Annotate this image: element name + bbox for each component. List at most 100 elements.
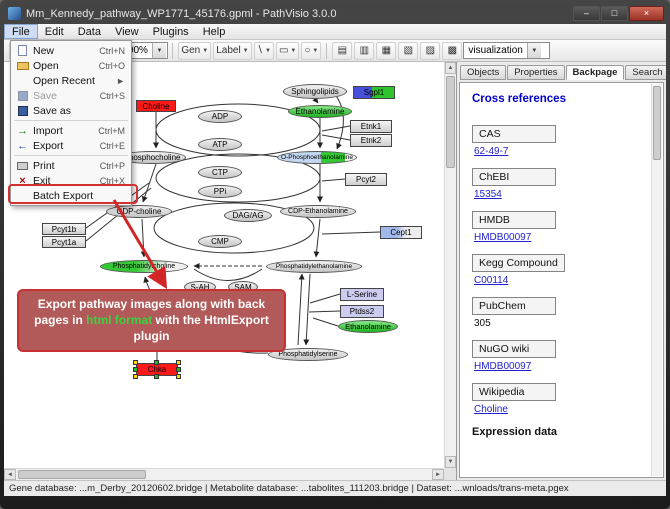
pathway-edge <box>312 317 339 327</box>
pathway-node-sphingolipids[interactable]: Sphingolipids <box>283 84 347 99</box>
menu-file[interactable]: File <box>4 24 38 39</box>
xref-id-link[interactable]: HMDB00097 <box>474 232 532 243</box>
align-tool-button-2[interactable]: ▥ <box>354 41 375 60</box>
align-tool-button-1[interactable]: ▤ <box>332 41 353 60</box>
selection-handle[interactable] <box>176 366 181 372</box>
xref-id-link[interactable]: 62-49-7 <box>474 146 509 157</box>
align-tool-button-4[interactable]: ▧ <box>398 41 419 60</box>
submenu-arrow-icon: ► <box>116 75 125 86</box>
pathway-node-cdp-choline[interactable]: CDP-choline <box>106 205 172 218</box>
selection-handle[interactable] <box>176 374 181 379</box>
pathway-node-phosphatidylethanolamine[interactable]: Phosphatidylethanolamine <box>266 260 362 273</box>
align-tool-button-3[interactable]: ▦ <box>376 41 397 60</box>
xref-id-link[interactable]: 15354 <box>474 189 502 200</box>
pathway-node-ethanolamine[interactable]: Ethanolamine <box>288 105 352 118</box>
maximize-button[interactable]: □ <box>601 6 628 21</box>
selection-handle[interactable] <box>154 360 159 365</box>
vertical-scroll-thumb[interactable] <box>446 76 455 168</box>
menu-edit[interactable]: Edit <box>44 25 64 38</box>
menu-plugins[interactable]: Plugins <box>152 25 189 38</box>
tab-properties[interactable]: Properties <box>507 65 565 80</box>
selection-handle[interactable] <box>133 360 138 365</box>
selection-handle[interactable] <box>154 374 159 379</box>
template-button-label: ○ <box>304 45 311 56</box>
pathway-node-ctp[interactable]: CTP <box>198 166 242 179</box>
pathway-node-adp[interactable]: ADP <box>198 110 242 123</box>
visualization-combobox[interactable]: visualization ▼ <box>463 42 550 59</box>
menu-help[interactable]: Help <box>202 25 226 38</box>
pathway-node-pcyt1b[interactable]: Pcyt1b <box>42 223 86 235</box>
scroll-left-button[interactable]: ◄ <box>4 469 16 480</box>
menu-separator <box>14 155 128 156</box>
xref-id-link[interactable]: HMDB00097 <box>474 361 532 372</box>
pathway-node-pcyt1a[interactable]: Pcyt1a <box>42 236 86 248</box>
file-menu-item-batch-export[interactable]: Batch Export <box>11 188 131 203</box>
chevron-down-icon: ▼ <box>151 43 166 58</box>
selection-handle[interactable] <box>133 374 138 379</box>
minimize-button[interactable]: – <box>573 6 600 21</box>
chevron-down-icon: ▼ <box>526 43 541 58</box>
panel-scrollbar[interactable] <box>651 84 662 476</box>
pathway-node-ppi[interactable]: PPi <box>198 185 242 198</box>
node-label: Phosphatidylcholine <box>112 263 176 270</box>
horizontal-scroll-thumb[interactable] <box>18 470 146 479</box>
menu-view[interactable]: View <box>114 25 139 38</box>
canvas-vertical-scrollbar[interactable]: ▲ ▼ <box>444 62 456 468</box>
panel-scroll-thumb[interactable] <box>653 86 661 160</box>
selection-handle[interactable] <box>133 366 138 372</box>
scroll-up-button[interactable]: ▲ <box>445 62 456 74</box>
pathway-node-cept1[interactable]: Cept1 <box>380 226 422 239</box>
pathway-node-ethanolamine[interactable]: Ethanolamine <box>338 320 398 333</box>
pathway-node-l-serine[interactable]: L-Serine <box>340 288 384 301</box>
selection-handle[interactable] <box>176 360 181 365</box>
pathway-node-phosphatidylcholine[interactable]: Phosphatidylcholine <box>100 260 188 273</box>
close-button[interactable]: × <box>629 6 664 21</box>
pathway-node-etnk1[interactable]: Etnk1 <box>350 120 392 133</box>
pathway-node-etnk2[interactable]: Etnk2 <box>350 134 392 147</box>
tab-backpage[interactable]: Backpage <box>565 65 625 80</box>
pathway-node-cdp-ethanolamine[interactable]: CDP-Ethanolamine <box>280 205 356 218</box>
node-label: Pcyt1b <box>51 224 77 234</box>
pathway-node-dag-ag[interactable]: DAG/AG <box>224 209 272 222</box>
menu-data[interactable]: Data <box>77 25 101 38</box>
template-button-gen[interactable]: Gen▼ <box>178 41 212 60</box>
pathway-node-ptdss2[interactable]: Ptdss2 <box>340 305 384 318</box>
template-button-[interactable]: ▭▼ <box>275 41 300 60</box>
scroll-down-button[interactable]: ▼ <box>445 456 456 468</box>
pathway-node-phosphatidylserine[interactable]: Phosphatidylserine <box>268 348 348 361</box>
pathway-node-atp[interactable]: ATP <box>198 138 242 151</box>
xref-id-link[interactable]: C00114 <box>474 275 509 286</box>
node-label: Pcyt1a <box>51 237 77 247</box>
tab-search[interactable]: Search <box>625 65 666 80</box>
pathway-node-sgpl1[interactable]: Sgpl1 <box>353 86 395 99</box>
pathway-node-o-phosphoethanolamine[interactable]: O-Phosphoethanolamine <box>277 151 357 164</box>
tab-objects[interactable]: Objects <box>460 65 507 80</box>
save-icon <box>15 104 30 117</box>
status-text: Gene database: ...m_Derby_20120602.bridg… <box>9 483 569 494</box>
template-button-[interactable]: ○▼ <box>301 41 322 60</box>
xref-id-link[interactable]: Choline <box>474 404 508 415</box>
canvas-horizontal-scrollbar[interactable]: ◄ ► <box>4 468 444 480</box>
template-button-label[interactable]: Label▼ <box>213 41 252 60</box>
scroll-right-button[interactable]: ► <box>432 469 444 480</box>
align-tool-button-5[interactable]: ▨ <box>420 41 441 60</box>
file-menu-item-open-recent[interactable]: Open Recent► <box>11 73 131 88</box>
template-buttons-group: Gen▼Label▼∖▼▭▼○▼ <box>177 41 322 60</box>
chevron-down-icon: ▼ <box>242 47 249 54</box>
pathway-node-choline[interactable]: Choline <box>136 100 176 112</box>
template-button-[interactable]: ∖▼ <box>253 41 274 60</box>
pathway-node-pcyt2[interactable]: Pcyt2 <box>345 173 387 186</box>
file-menu-item-save-as[interactable]: Save as <box>11 103 131 118</box>
pathway-node-cmp[interactable]: CMP <box>198 235 242 248</box>
align-tool-button-6[interactable]: ▩ <box>442 41 463 60</box>
